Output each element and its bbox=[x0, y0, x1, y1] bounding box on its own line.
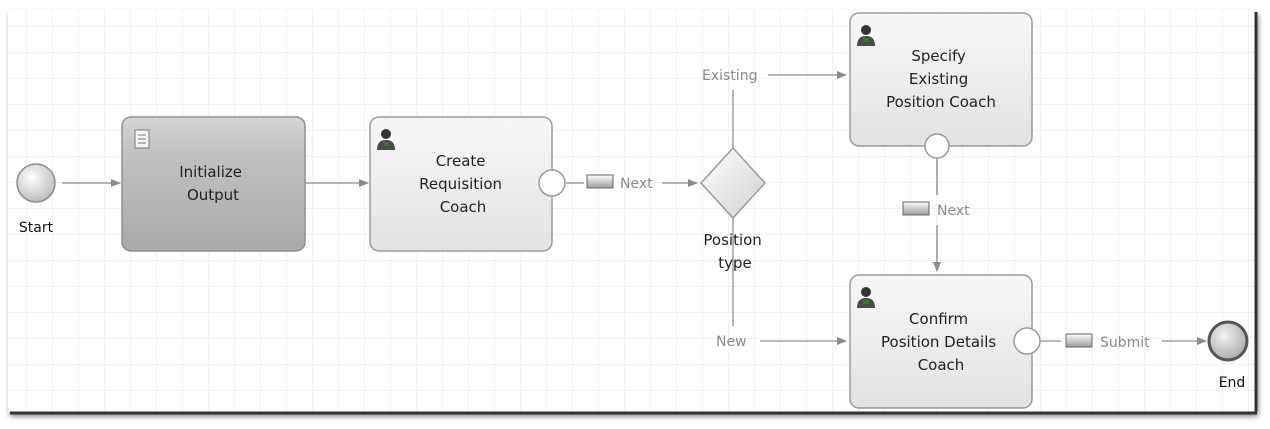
task-label-line: Output bbox=[187, 186, 239, 204]
flow-label-existing: Existing bbox=[702, 68, 757, 84]
svg-text:Confirm Position Details: Confirm Position Details Coach bbox=[881, 310, 1001, 374]
script-icon bbox=[134, 129, 150, 149]
user-icon bbox=[377, 129, 395, 150]
task-confirm-position-details-coach[interactable]: Confirm Position Details Coach bbox=[849, 274, 1041, 409]
start-event[interactable]: Start bbox=[16, 163, 56, 236]
message-icon bbox=[902, 201, 930, 216]
gateway-position-type[interactable]: Position type bbox=[699, 146, 767, 272]
flow-label-next: Next bbox=[620, 176, 653, 192]
svg-text:Specify Existing P: Specify Existing Position Coach bbox=[886, 47, 996, 111]
flow-label-submit-group: Submit bbox=[1065, 333, 1150, 351]
flow-label-next: Next bbox=[937, 203, 970, 219]
svg-text:Initialize Output: Initialize Output bbox=[179, 163, 247, 204]
task-label-line: Initialize bbox=[179, 163, 242, 181]
canvas-background bbox=[8, 10, 1258, 415]
boundary-event-icon[interactable] bbox=[924, 133, 950, 159]
flow-label-submit: Submit bbox=[1100, 335, 1150, 351]
task-initialize-output[interactable]: Initialize Output bbox=[121, 116, 306, 252]
task-label-line: Position Coach bbox=[886, 93, 996, 111]
task-label-line: Create bbox=[436, 152, 486, 170]
flow-label-next-specify: Next bbox=[902, 201, 970, 219]
boundary-event-icon[interactable] bbox=[1013, 327, 1041, 355]
user-icon bbox=[857, 287, 875, 308]
task-label-line: Coach bbox=[918, 356, 965, 374]
gateway-label-line: type bbox=[718, 254, 752, 272]
svg-text:Create Requisition: Create Requisition Coach bbox=[419, 152, 507, 216]
start-event-label: Start bbox=[19, 220, 54, 236]
end-event[interactable]: End bbox=[1207, 320, 1249, 391]
task-label-line: Position Details bbox=[881, 333, 996, 351]
task-label-line: Confirm bbox=[909, 310, 968, 328]
message-icon bbox=[1065, 333, 1093, 348]
task-create-requisition-coach[interactable]: Create Requisition Coach bbox=[369, 116, 566, 252]
task-label-line: Coach bbox=[440, 198, 487, 216]
user-icon bbox=[857, 25, 875, 46]
task-label-line: Specify bbox=[911, 47, 966, 65]
task-label-line: Existing bbox=[909, 70, 968, 88]
flow-label-new: New bbox=[716, 334, 747, 350]
gateway-label-line: Position bbox=[703, 231, 761, 249]
message-icon bbox=[586, 174, 614, 189]
task-specify-existing-position-coach[interactable]: Specify Existing Position Coach bbox=[849, 12, 1033, 159]
boundary-event-icon[interactable] bbox=[538, 169, 566, 197]
flow-label-next-create: Next bbox=[586, 174, 653, 192]
sequence-flows bbox=[62, 71, 1207, 345]
task-label-line: Requisition bbox=[419, 175, 502, 193]
svg-text:Position type: Position type bbox=[703, 231, 766, 272]
end-event-label: End bbox=[1219, 375, 1246, 391]
